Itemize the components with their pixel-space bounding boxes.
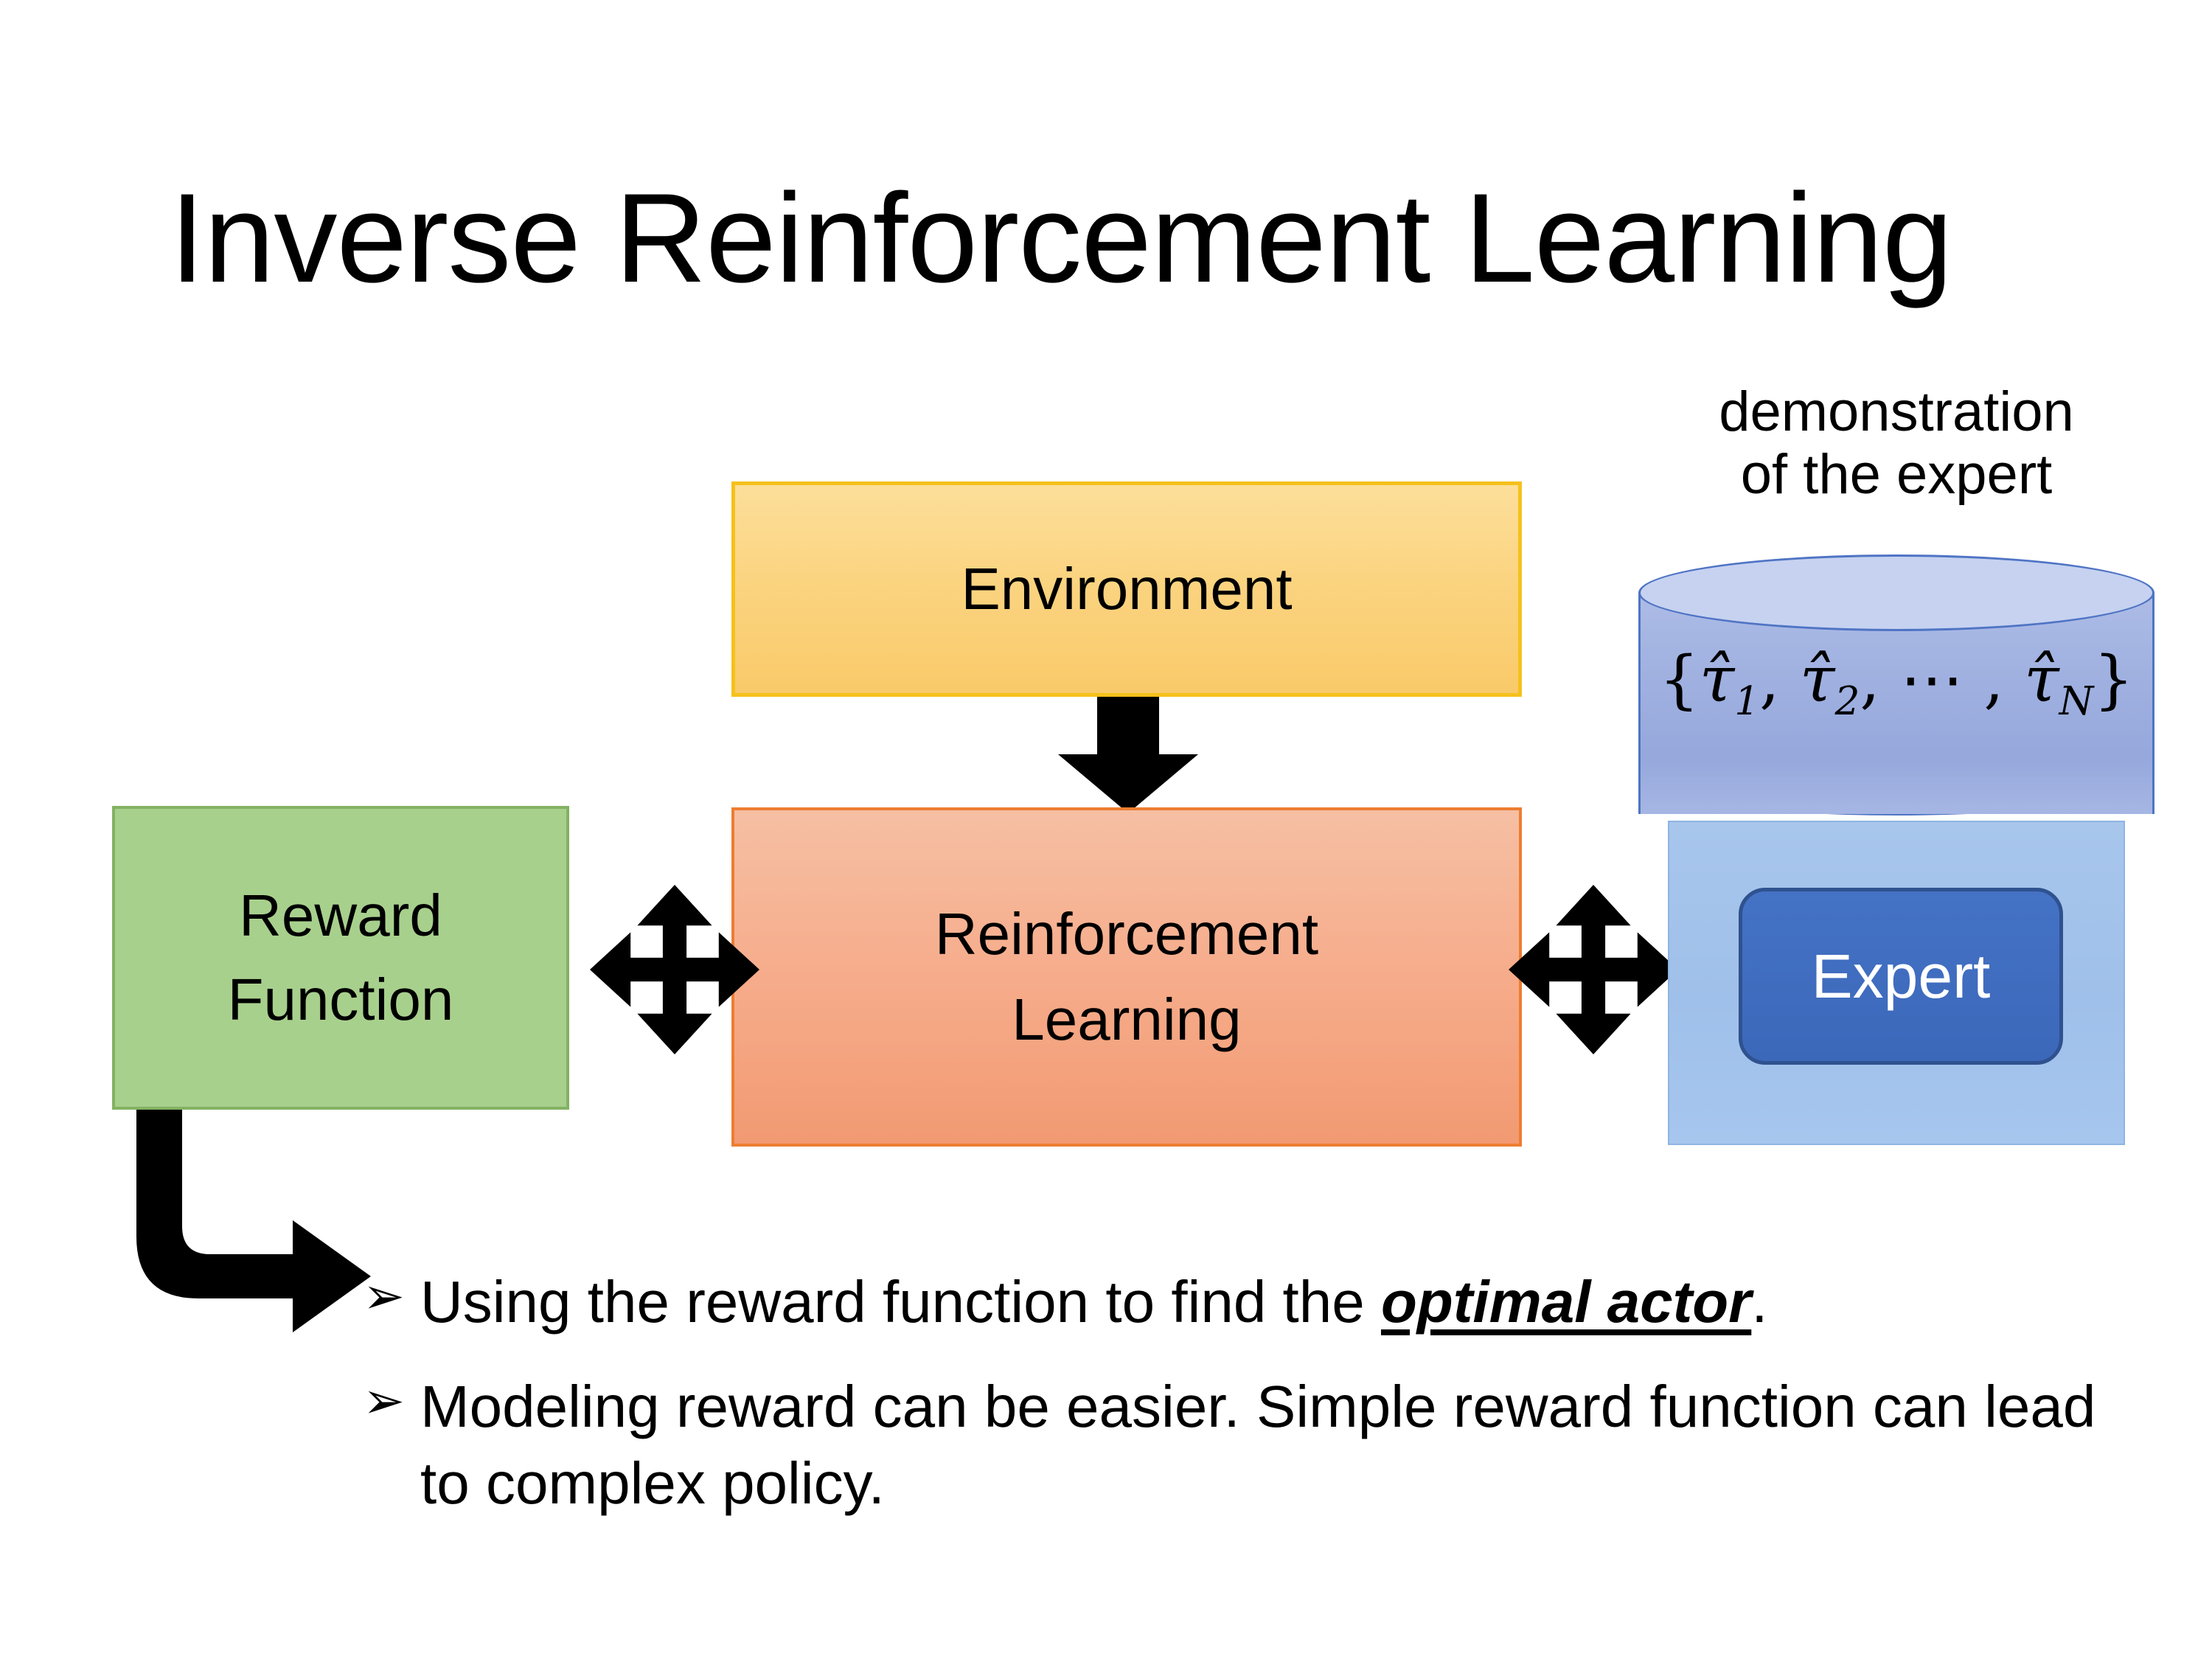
trajectory-set-label: {τ̂1, τ̂2, ⋯ , τ̂N}	[1638, 643, 2154, 724]
reward-label-line2: Function	[227, 967, 454, 1032]
bullet-arrow-icon: ➢	[363, 1268, 405, 1324]
bullet-1-text-before: Using the reward function to find the	[420, 1269, 1381, 1335]
bullet-1-emphasis: optimal actor	[1380, 1269, 1752, 1335]
tau-2: τ̂	[1799, 643, 1835, 717]
environment-box[interactable]: Environment	[731, 481, 1522, 697]
bullet-1-text-after: .	[1751, 1269, 1768, 1335]
bullet-list: ➢ Using the reward function to find the …	[363, 1264, 2132, 1550]
demonstration-cylinder: {τ̂1, τ̂2, ⋯ , τ̂N}	[1638, 554, 2154, 857]
tau-1-subscript: 1	[1734, 678, 1760, 725]
tau-n-subscript: N	[2059, 678, 2094, 725]
list-item: ➢ Modeling reward can be easier. Simple …	[363, 1368, 2132, 1522]
environment-box-label: Environment	[961, 556, 1293, 622]
expert-box[interactable]: Expert	[1739, 888, 2063, 1065]
down-arrow-icon	[1047, 697, 1209, 815]
four-way-arrow-icon-left	[590, 885, 759, 1054]
comma-1: ,	[1759, 643, 1800, 717]
brace-open: {	[1658, 643, 1700, 717]
ellipsis: , ⋯ ,	[1860, 643, 2025, 717]
demonstration-caption-line1: demonstration	[1719, 380, 2074, 443]
list-item: ➢ Using the reward function to find the …	[363, 1264, 2132, 1340]
reward-function-box[interactable]: Reward Function	[112, 806, 569, 1110]
reinforcement-learning-box-label: Reinforcement Learning	[935, 891, 1318, 1062]
demonstration-caption: demonstration of the expert	[1646, 380, 2147, 506]
bullet-text-2: Modeling reward can be easier. Simple re…	[420, 1368, 2132, 1522]
bullet-arrow-icon: ➢	[363, 1373, 405, 1429]
rl-label-line2: Learning	[1012, 987, 1242, 1052]
tau-2-subscript: 2	[1834, 678, 1860, 725]
bullet-text-1: Using the reward function to find the op…	[420, 1264, 2132, 1340]
bullet-2-text-before: Modeling reward can be easier. Simple re…	[420, 1374, 2096, 1516]
tau-1: τ̂	[1699, 643, 1735, 717]
brace-close: }	[2093, 643, 2135, 717]
demonstration-caption-line2: of the expert	[1740, 443, 2053, 507]
tau-n: τ̂	[2024, 643, 2059, 717]
four-way-arrow-icon-right	[1509, 885, 1678, 1054]
reinforcement-learning-box[interactable]: Reinforcement Learning	[731, 807, 1522, 1147]
reward-label-line1: Reward	[239, 883, 442, 949]
page-title: Inverse Reinforcement Learning	[170, 167, 1953, 309]
expert-box-label: Expert	[1811, 941, 1991, 1011]
bent-elbow-arrow-icon	[136, 1110, 394, 1368]
cylinder-top-ellipse	[1638, 554, 2154, 631]
reward-function-box-label: Reward Function	[228, 874, 454, 1041]
rl-label-line1: Reinforcement	[934, 901, 1319, 967]
